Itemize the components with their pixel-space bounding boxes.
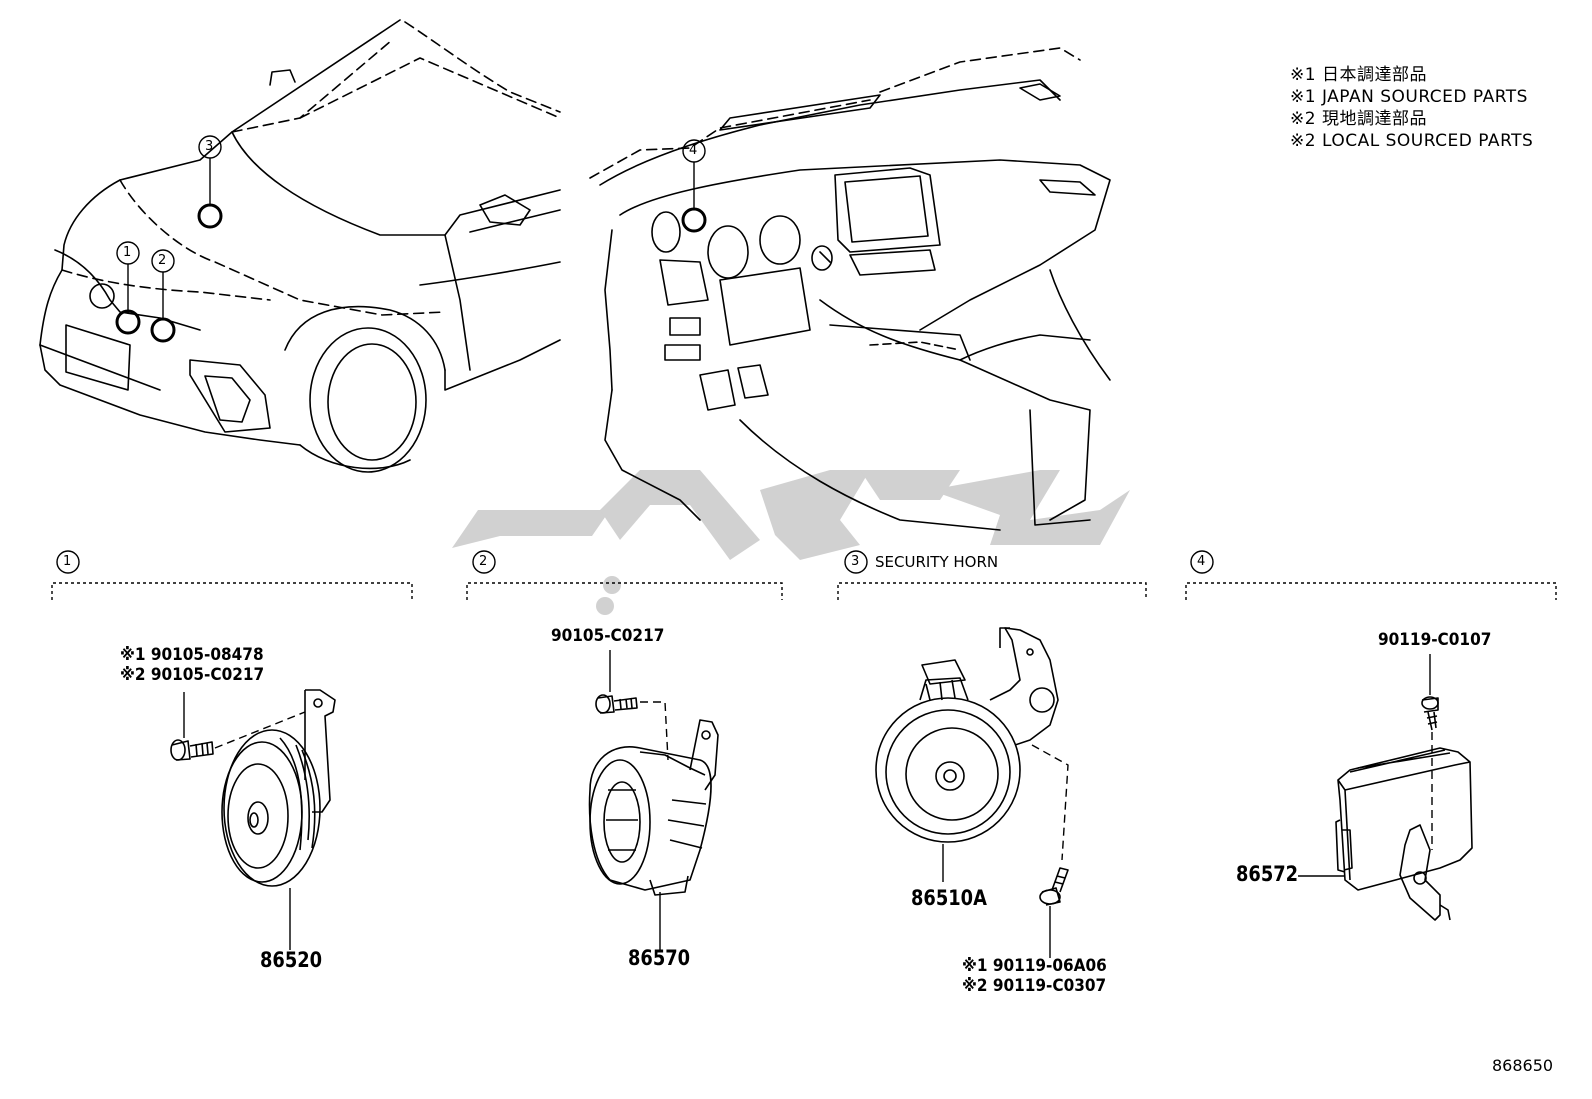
callout-s3-part: 86510A: [911, 886, 987, 910]
illustration-code: 868650: [1492, 1056, 1554, 1075]
callout-s4-part: 86572: [1236, 862, 1299, 886]
location-marker-3: 3: [205, 139, 214, 154]
section-3-title: SECURITY HORN: [875, 553, 999, 571]
siren-86570-illustration: [588, 650, 719, 950]
section-2-number: 2: [479, 554, 488, 569]
callout-s1-part: 86520: [260, 948, 323, 972]
location-marker-2: 2: [158, 253, 167, 268]
callout-s1-bolt-japan: ※1 90105-08478: [120, 645, 264, 665]
callout-s3-bolt-local: ※2 90119-C0307: [962, 976, 1107, 996]
marker-3-ring: [197, 203, 223, 229]
security-horn-86510A-illustration: [875, 627, 1069, 958]
legend-line-3: ※2 現地調達部品: [1290, 109, 1427, 129]
location-marker-1: 1: [123, 245, 132, 260]
section-1-number: 1: [63, 554, 72, 569]
location-marker-4: 4: [689, 143, 698, 158]
callout-s1-bolt-local: ※2 90105-C0217: [120, 665, 265, 685]
legend-line-1: ※1 日本調達部品: [1290, 65, 1427, 85]
horn-86520-illustration: [170, 689, 336, 950]
ecu-86572-illustration: [1298, 654, 1473, 921]
marker-2-ring: [150, 317, 176, 343]
callout-s2-bolt: 90105-C0217: [551, 626, 665, 646]
callout-s4-bolt: 90119-C0107: [1378, 630, 1492, 650]
section-3-number: 3: [851, 554, 860, 569]
callout-s3-bolt-japan: ※1 90119-06A06: [962, 956, 1107, 976]
section-headers: [51, 550, 1557, 600]
legend-line-4: ※2 LOCAL SOURCED PARTS: [1290, 131, 1534, 151]
section-4-number: 4: [1197, 554, 1206, 569]
location-markers: [115, 135, 707, 343]
marker-1-ring: [115, 309, 141, 335]
callout-s2-part: 86570: [628, 946, 691, 970]
marker-4-ring: [681, 207, 707, 233]
legend-line-2: ※1 JAPAN SOURCED PARTS: [1290, 87, 1528, 107]
vehicle-interior-illustration: [589, 47, 1111, 531]
vehicle-exterior-illustration: [39, 19, 561, 473]
watermark-logo: [452, 470, 1130, 615]
